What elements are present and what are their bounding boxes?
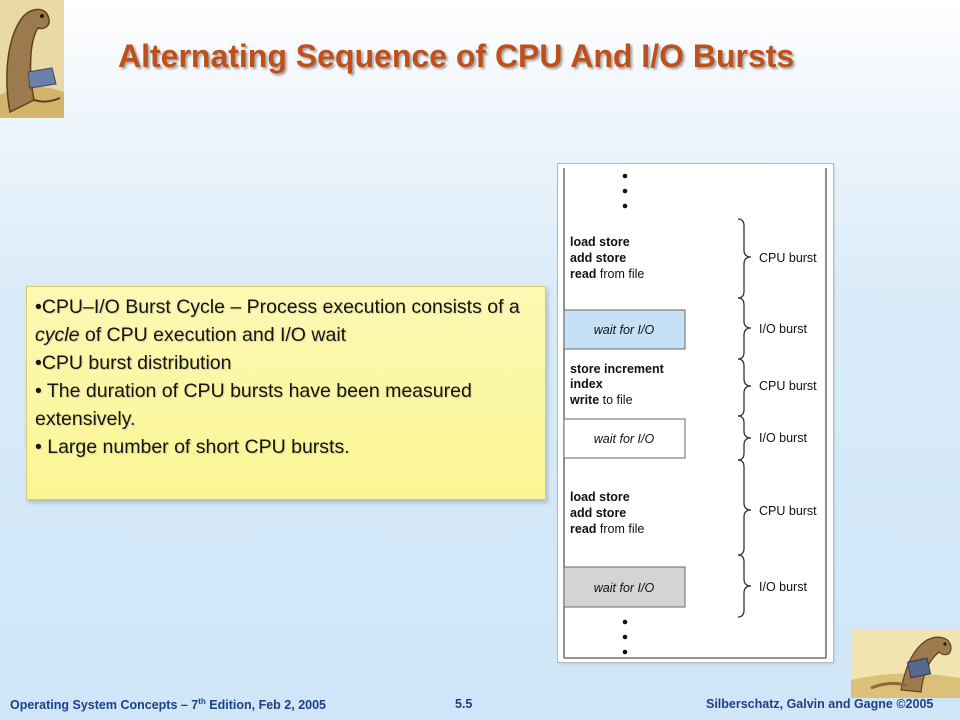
brace-io-3 <box>737 554 752 618</box>
svg-text:add store: add store <box>570 251 626 265</box>
burst-sequence-diagram: load store add store read from file wait… <box>557 163 834 663</box>
dinosaur-logo-top <box>0 0 64 118</box>
svg-text:read from file: read from file <box>570 267 644 281</box>
svg-text:load store: load store <box>570 235 630 249</box>
svg-text:load store: load store <box>570 490 630 504</box>
label-cpu-burst-1: CPU burst <box>759 251 817 265</box>
bullet-cpu-distribution: •CPU burst distribution <box>35 352 232 374</box>
bullet-burst-cycle: •CPU–I/O Burst Cycle – Process execution… <box>35 296 520 346</box>
label-io-burst-2: I/O burst <box>759 431 807 445</box>
footer-authors: Silberschatz, Galvin and Gagne ©2005 <box>706 697 934 711</box>
cpu-block-3: load store add store read from file <box>570 490 644 536</box>
page-title: Alternating Sequence of CPU And I/O Burs… <box>118 38 795 74</box>
brace-cpu-3 <box>737 459 752 556</box>
svg-text:read from file: read from file <box>570 522 644 536</box>
wait-box-2 <box>563 418 686 459</box>
brace-cpu-2 <box>737 358 752 417</box>
footer-page-number: 5.5 <box>455 697 473 711</box>
dinosaur-logo-bottom <box>851 630 960 698</box>
wait-label-1: wait for I/O <box>594 323 655 337</box>
bullet-list: •CPU–I/O Burst Cycle – Process execution… <box>27 287 545 461</box>
bullet-duration: • The duration of CPU bursts have been m… <box>35 380 472 430</box>
wait-label-2: wait for I/O <box>594 432 655 446</box>
brace-io-2 <box>737 415 752 461</box>
brace-cpu-1 <box>737 218 752 299</box>
burst-labels: CPU burst I/O burst CPU burst I/O burst … <box>759 251 817 594</box>
cpu-block-2: store increment index write to file <box>569 362 665 407</box>
ellipsis-bottom <box>622 619 628 655</box>
wait-label-3: wait for I/O <box>594 581 655 595</box>
label-cpu-burst-3: CPU burst <box>759 504 817 518</box>
bullet-textbox: •CPU–I/O Burst Cycle – Process execution… <box>26 286 546 500</box>
ellipsis-top <box>622 173 628 209</box>
wait-box-1 <box>563 309 686 350</box>
svg-text:add store: add store <box>570 506 626 520</box>
svg-text:index: index <box>570 377 603 391</box>
label-io-burst-1: I/O burst <box>759 322 807 336</box>
bullet-short-bursts: • Large number of short CPU bursts. <box>35 436 350 458</box>
wait-box-3 <box>563 566 686 608</box>
burst-braces <box>737 218 752 618</box>
cpu-block-1: load store add store read from file <box>570 235 644 281</box>
label-cpu-burst-2: CPU burst <box>759 379 817 393</box>
svg-text:store increment: store increment <box>570 362 665 376</box>
svg-text:write to file: write to file <box>569 393 633 407</box>
brace-io-1 <box>737 297 752 360</box>
footer-course: Operating System Concepts – 7th Edition,… <box>10 697 327 713</box>
label-io-burst-3: I/O burst <box>759 580 807 594</box>
